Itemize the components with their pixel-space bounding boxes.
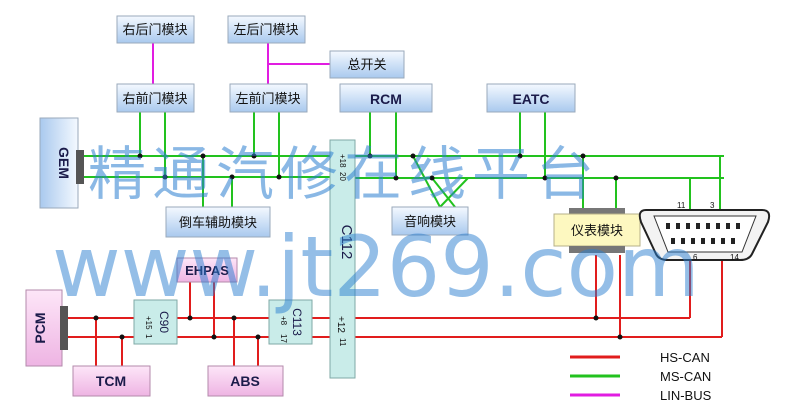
right-rear-door-label: 右后门模块 — [122, 23, 187, 38]
cluster-connector-bottom — [569, 246, 625, 253]
cluster-label: 仪表模块 — [571, 224, 623, 239]
legend: HS-CAN MS-CAN LIN-BUS — [570, 350, 712, 403]
tcm-module: TCM — [72, 365, 151, 397]
tcm-label: TCM — [96, 373, 126, 389]
master-switch-label: 总开关 — [347, 58, 386, 73]
abs-label: ABS — [230, 373, 260, 389]
rcm-label: RCM — [370, 91, 402, 107]
junction-dots — [93, 153, 623, 340]
ehpas-label: EHPAS — [185, 263, 229, 278]
c112-gateway: C112 +18 20 +12 11 — [329, 139, 356, 379]
c112-pin-bottom: +12 — [335, 316, 346, 333]
left-front-door-label: 左前门模块 — [235, 91, 300, 107]
legend-lin-bus-label: LIN-BUS — [660, 388, 712, 403]
reverse-aid-label: 倒车辅助模块 — [179, 215, 257, 231]
ms-can-lines — [84, 112, 724, 212]
reverse-aid-module: 倒车辅助模块 — [165, 206, 271, 238]
left-rear-door-module: 左后门模块 — [227, 15, 306, 44]
dlc-pin-6: 6 — [693, 253, 698, 262]
eatc-label: EATC — [512, 91, 549, 107]
gem-label: GEM — [56, 147, 72, 179]
gem-module: GEM — [39, 117, 84, 209]
legend-ms-can-label: MS-CAN — [660, 369, 711, 384]
left-front-door-module: 左前门模块 — [229, 83, 308, 113]
ehpas-module: EHPAS — [176, 257, 238, 283]
c113-pin-b: 17 — [279, 334, 288, 343]
right-front-door-label: 右前门模块 — [122, 91, 187, 107]
pcm-module: PCM — [25, 289, 68, 367]
master-switch: 总开关 — [329, 50, 405, 79]
c113-connector-block: C113 +8 17 — [268, 299, 313, 345]
dlc-connector: 11 3 6 14 — [638, 201, 771, 262]
watermark-cn: 精通汽修在线平台 — [88, 140, 600, 208]
c112-pin-top: +18 — [338, 154, 347, 168]
c112-pin-bottom2: 11 — [338, 338, 347, 347]
c113-label: C113 — [290, 308, 304, 336]
c112-pin-top2: 20 — [338, 172, 347, 181]
right-rear-door-module: 右后门模块 — [116, 15, 195, 44]
dlc-pin-11: 11 — [677, 201, 686, 210]
dlc-pins-top — [666, 223, 740, 229]
c90-connector-block: C90 +15 1 — [133, 299, 178, 345]
abs-module: ABS — [207, 365, 284, 397]
legend-hs-can-label: HS-CAN — [660, 350, 710, 365]
lin-bus-lines — [152, 42, 330, 84]
pcm-label: PCM — [32, 312, 48, 343]
c90-label: C90 — [157, 311, 171, 333]
gem-connector — [76, 150, 84, 184]
audio-label: 音响模块 — [404, 214, 456, 230]
cluster-module: 仪表模块 — [553, 208, 641, 253]
rcm-module: RCM — [339, 83, 433, 113]
watermark-url: www.jt269.com — [52, 218, 700, 316]
audio-module: 音响模块 — [391, 206, 469, 236]
c90-pin-a: +15 — [144, 316, 153, 330]
dlc-pin-14: 14 — [730, 253, 739, 262]
left-rear-door-label: 左后门模块 — [233, 23, 298, 38]
c90-pin-b: 1 — [144, 334, 153, 339]
pcm-connector — [60, 306, 68, 350]
c113-pin-a: +8 — [279, 316, 288, 326]
dlc-pin-3: 3 — [710, 201, 715, 210]
right-front-door-module: 右前门模块 — [116, 83, 195, 113]
dlc-pins-bottom — [671, 238, 735, 244]
eatc-module: EATC — [486, 83, 576, 113]
cluster-connector-top — [569, 208, 625, 214]
watermark: 精通汽修在线平台 www.jt269.com — [52, 140, 700, 316]
c112-label: C112 — [338, 225, 355, 260]
